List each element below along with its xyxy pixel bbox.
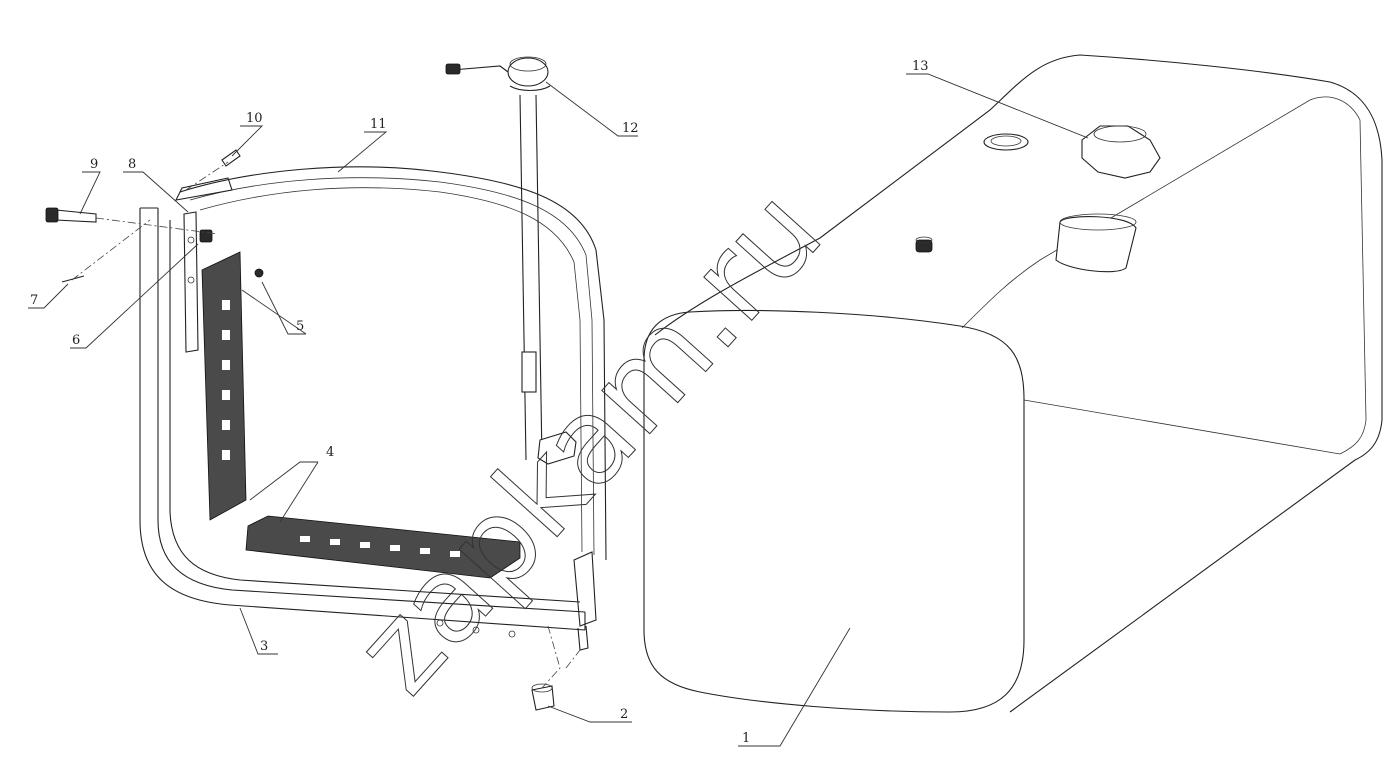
callout-3: 3	[260, 639, 268, 654]
fasteners	[45, 149, 555, 711]
tank-strap	[175, 166, 607, 561]
callout-11: 11	[370, 117, 387, 132]
tank-bracket	[139, 207, 597, 651]
callout-6: 6	[72, 333, 80, 348]
callout-7: 7	[30, 293, 38, 308]
fuel-level-sender	[445, 56, 577, 465]
callout-13: 13	[912, 59, 929, 74]
callout-5: 5	[296, 319, 304, 334]
callout-2: 2	[620, 707, 628, 722]
callout-1: 1	[742, 731, 750, 746]
callout-8: 8	[128, 157, 136, 172]
rubber-pads	[201, 251, 521, 579]
assembly-centerlines	[71, 161, 581, 689]
leader-lines	[28, 73, 1089, 747]
callout-labels: 1 2 3 4 5 6 7 8 9 10 11 12 13	[30, 59, 929, 746]
callout-10: 10	[246, 111, 263, 126]
fuel-tank	[643, 54, 1383, 713]
callout-4: 4	[326, 445, 334, 460]
watermark: zapkam.ru	[328, 163, 848, 719]
callout-12: 12	[622, 121, 639, 136]
callout-9: 9	[90, 157, 98, 172]
